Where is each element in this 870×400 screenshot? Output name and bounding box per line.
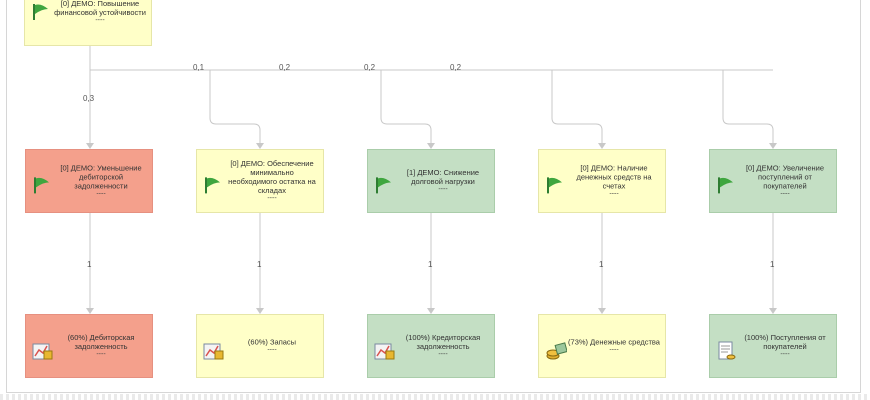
connector-root-goal4 [551, 70, 603, 148]
coins-icon [545, 341, 568, 366]
indicator-dash: ---- [780, 351, 790, 358]
indicator-node-2[interactable]: (60%) Запасы---- [196, 314, 324, 378]
indicator-dash: ---- [96, 351, 106, 358]
goal-dash: ---- [780, 190, 790, 198]
indicator-title: (60%) Дебиторская задолженность [67, 333, 135, 351]
connector-root-goal5 [722, 70, 774, 148]
edge-weight-goal1: 0,3 [83, 94, 95, 103]
goal-dash: ---- [96, 190, 106, 198]
goal-title: [0] ДЕМО: Увеличение поступлений от поку… [745, 163, 825, 191]
goal-dash: ---- [609, 190, 619, 198]
indicator-title: (60%) Запасы [247, 337, 297, 347]
indicator-dash: ---- [438, 351, 448, 358]
goal-title: [0] ДЕМО: Наличие денежных средств на сч… [576, 163, 652, 191]
edge-weight-ind3: 1 [428, 260, 433, 269]
edge-weight-ind2: 1 [257, 260, 262, 269]
goal-dash: ---- [267, 195, 277, 202]
arrow-ind5 [769, 308, 777, 314]
flag-icon [545, 176, 565, 199]
edge-weight-ind5: 1 [770, 260, 775, 269]
arrow-ind1 [86, 308, 94, 314]
indicator-title: (100%) Кредиторская задолженность [405, 333, 481, 351]
arrow-ind3 [427, 308, 435, 314]
goal-title: [1] ДЕМО: Снижение долговой нагрузки [406, 168, 480, 186]
goal-title: [0] ДЕМО: Обеспечение минимально необход… [228, 159, 316, 195]
indicator-dash: ---- [267, 346, 277, 354]
indicator-node-1[interactable]: (60%) Дебиторская задолженность---- [25, 314, 153, 378]
indicator-node-4[interactable]: (73%) Денежные средства---- [538, 314, 666, 378]
root-goal-dash: ---- [95, 17, 105, 24]
goal-node-3[interactable]: [1] ДЕМО: Снижение долговой нагрузки---- [367, 149, 495, 213]
arrow-goal2 [256, 143, 264, 149]
connector-root-goal3 [380, 70, 432, 148]
arrow-goal5 [769, 143, 777, 149]
arrow-goal3 [427, 143, 435, 149]
flag-icon [374, 176, 394, 199]
indicator-title: (73%) Денежные средства [568, 337, 660, 347]
edge-weight-goal5: 0,2 [450, 63, 462, 72]
indicator-title: (100%) Поступления от покупателей [744, 333, 826, 351]
arrow-goal1 [86, 143, 94, 149]
flag-icon [203, 176, 223, 199]
document-icon [716, 341, 738, 366]
goal-node-1[interactable]: [0] ДЕМО: Уменьшение дебиторской задолже… [25, 149, 153, 213]
indicator-dash: ---- [609, 346, 619, 354]
chart-icon [374, 341, 396, 366]
flag-icon [32, 176, 52, 199]
goal-node-2[interactable]: [0] ДЕМО: Обеспечение минимально необход… [196, 149, 324, 213]
arrow-ind4 [598, 308, 606, 314]
edge-weight-goal2: 0,1 [193, 63, 205, 72]
edge-weight-ind4: 1 [599, 260, 604, 269]
indicator-node-3[interactable]: (100%) Кредиторская задолженность---- [367, 314, 495, 378]
edge-weight-goal4: 0,2 [364, 63, 376, 72]
arrow-ind2 [256, 308, 264, 314]
goal-dash: ---- [438, 186, 448, 193]
root-goal-node[interactable]: [0] ДЕМО: Повышение финансовой устойчиво… [24, 0, 152, 46]
root-goal-title: [0] ДЕМО: Повышение финансовой устойчиво… [54, 0, 146, 17]
goal-title: [0] ДЕМО: Уменьшение дебиторской задолже… [60, 163, 142, 191]
chart-icon [32, 341, 54, 366]
goal-node-5[interactable]: [0] ДЕМО: Увеличение поступлений от поку… [709, 149, 837, 213]
indicator-node-5[interactable]: (100%) Поступления от покупателей---- [709, 314, 837, 378]
arrow-goal4 [598, 143, 606, 149]
edge-weight-goal3: 0,2 [279, 63, 291, 72]
goal-node-4[interactable]: [0] ДЕМО: Наличие денежных средств на сч… [538, 149, 666, 213]
chart-icon [203, 341, 225, 366]
edge-weight-ind1: 1 [87, 260, 92, 269]
flag-icon [31, 3, 51, 26]
connector-root-goal2 [209, 70, 261, 148]
flag-icon [716, 176, 736, 199]
canvas-bottom-border [0, 394, 870, 400]
